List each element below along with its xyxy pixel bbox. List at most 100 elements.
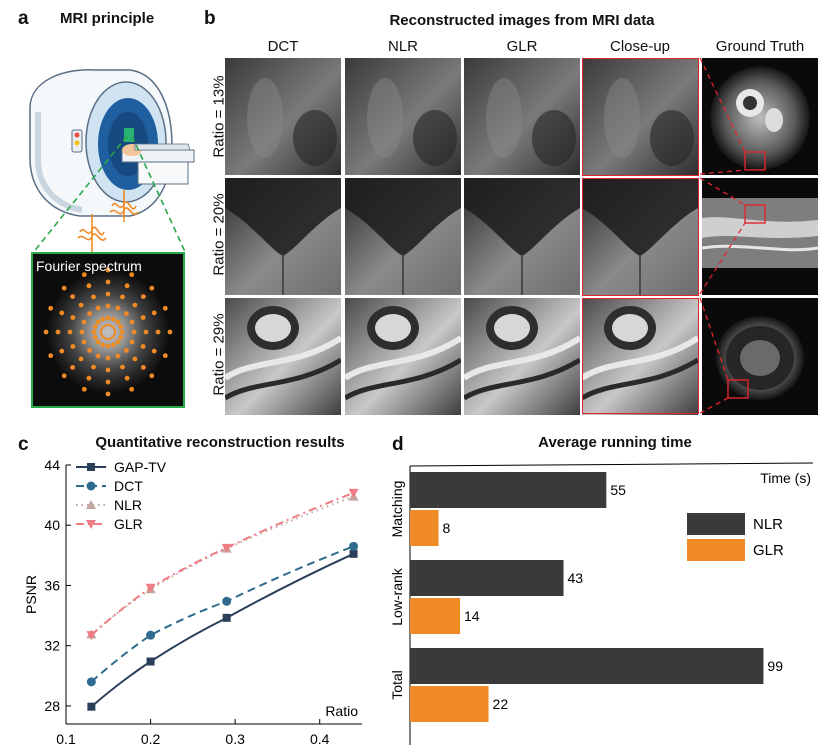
spectrum-sample-dot bbox=[105, 267, 111, 273]
spectrum-sample-dot bbox=[67, 329, 73, 335]
c-x-tick-label: 0.4 bbox=[310, 731, 330, 747]
closeup-frame-row1 bbox=[582, 58, 699, 176]
c-legend-marker-glr bbox=[86, 520, 96, 529]
running-time-bar-chart: Time (s)558Matching4314Low-rank9922Total… bbox=[389, 462, 814, 745]
c-legend-label-dct: DCT bbox=[114, 478, 143, 494]
mri-tile-r3-c2 bbox=[345, 298, 461, 415]
spectrum-sample-dot bbox=[95, 319, 101, 325]
spectrum-sample-dot bbox=[119, 329, 125, 335]
c-point-gap-tv bbox=[87, 702, 96, 711]
mri-tile-r1-c3 bbox=[464, 58, 580, 175]
mri-tile-r3-c1 bbox=[225, 298, 341, 415]
spectrum-sample-dot bbox=[162, 305, 168, 311]
c-point-glr bbox=[145, 583, 156, 593]
spectrum-sample-dot bbox=[87, 348, 92, 353]
spectrum-sample-dot bbox=[120, 364, 125, 370]
spectrum-sample-dot bbox=[115, 339, 121, 345]
spectrum-sample-dot bbox=[95, 339, 101, 345]
spectrum-sample-dot bbox=[70, 365, 75, 370]
spectrum-sample-dot bbox=[129, 319, 135, 325]
mri-tile-r1-c5 bbox=[702, 58, 818, 175]
spectrum-sample-dot bbox=[124, 375, 130, 381]
spectrum-sample-dot bbox=[86, 375, 92, 381]
mri-tile-r1-c2 bbox=[345, 58, 461, 175]
c-y-tick-label: 44 bbox=[44, 457, 60, 473]
panel-b-title: Reconstructed images from MRI data bbox=[389, 12, 655, 29]
d-legend-swatch-glr bbox=[687, 539, 745, 561]
spectrum-sample-dot bbox=[131, 329, 137, 335]
spectrum-sample-dot bbox=[92, 324, 98, 329]
panel-a-title: MRI principle bbox=[60, 10, 155, 27]
d-bar-value-glr: 8 bbox=[443, 520, 451, 536]
d-legend-label-nlr: NLR bbox=[753, 516, 783, 533]
spectrum-sample-dot bbox=[149, 285, 155, 291]
d-category-label: Matching bbox=[389, 481, 405, 538]
d-bar-nlr-matching bbox=[410, 472, 607, 508]
c-point-glr bbox=[86, 631, 97, 641]
spectrum-sample-dot bbox=[61, 285, 67, 291]
spectrum-sample-dot bbox=[140, 344, 146, 349]
spectrum-sample-dot bbox=[115, 305, 121, 311]
spectrum-sample-dot bbox=[120, 294, 125, 300]
mri-tile-r1-c4 bbox=[582, 58, 698, 175]
spectrum-sample-dot bbox=[105, 355, 111, 361]
d-category-label: Low-rank bbox=[389, 567, 405, 626]
spectrum-sample-dot bbox=[95, 353, 101, 359]
spectrum-sample-dot bbox=[92, 335, 98, 340]
mri-tile-r2-c3 bbox=[464, 178, 580, 295]
c-legend-label-gap-tv: GAP-TV bbox=[114, 459, 167, 475]
c-legend-label-nlr: NLR bbox=[114, 497, 142, 513]
c-y-tick-label: 36 bbox=[44, 577, 60, 593]
c-series-line-gap-tv bbox=[90, 552, 354, 708]
spectrum-sample-dot bbox=[48, 305, 54, 311]
fourier-spectrum-label: Fourier spectrum bbox=[36, 258, 142, 274]
spectrum-sample-dot bbox=[105, 291, 111, 297]
spectrum-sample-dot bbox=[81, 319, 87, 325]
projection-line-left bbox=[31, 135, 128, 255]
d-bar-value-nlr: 55 bbox=[610, 482, 626, 498]
spectrum-sample-dot bbox=[86, 283, 92, 289]
spectrum-sample-dot bbox=[140, 315, 146, 320]
mri-tile-r2-c5 bbox=[702, 178, 818, 295]
fourier-spectrum-panel: Fourier spectrum bbox=[31, 252, 185, 408]
spectrum-sample-dot bbox=[115, 319, 121, 325]
spectrum-sample-dot bbox=[43, 329, 49, 335]
spectrum-sample-dot bbox=[155, 329, 161, 335]
spectrum-sample-dot bbox=[118, 335, 124, 340]
spectrum-sample-dot bbox=[124, 283, 130, 289]
mri-tile-r2-c2 bbox=[345, 178, 461, 295]
closeup-connector-lines bbox=[699, 57, 766, 414]
spectrum-sample-dot bbox=[124, 311, 129, 316]
spectrum-sample-dot bbox=[78, 356, 84, 362]
d-bar-nlr-total bbox=[410, 648, 764, 684]
spectrum-sample-dot bbox=[118, 324, 124, 329]
spectrum-sample-dot bbox=[70, 294, 75, 299]
spectrum-sample-dot bbox=[105, 391, 111, 397]
spectrum-sample-dot bbox=[151, 310, 157, 316]
c-legend-marker-nlr bbox=[86, 500, 96, 509]
c-legend-marker-dct bbox=[86, 481, 96, 491]
mri-tile-r3-c3 bbox=[464, 298, 580, 415]
spectrum-sample-dot bbox=[132, 302, 138, 308]
projection-line-right bbox=[131, 135, 187, 255]
spectrum-sample-dot bbox=[81, 386, 87, 392]
spectrum-sample-dot bbox=[105, 303, 111, 309]
c-point-dct bbox=[222, 596, 232, 606]
spectrum-sample-dot bbox=[59, 310, 65, 316]
spectrum-sample-dot bbox=[111, 316, 116, 322]
panel-c-letter: c bbox=[18, 434, 29, 455]
panel-a-letter: a bbox=[18, 8, 29, 29]
d-category-label: Total bbox=[389, 670, 405, 700]
spectrum-sample-dot bbox=[141, 365, 146, 370]
panel-d-letter: d bbox=[392, 434, 404, 455]
mri-tile-r3-c5 bbox=[702, 298, 818, 415]
spectrum-sample-dot bbox=[143, 329, 149, 335]
spectrum-sample-dot bbox=[48, 353, 54, 359]
spectrum-sample-dot bbox=[115, 353, 121, 359]
spectrum-sample-dot bbox=[81, 339, 87, 345]
d-legend-swatch-nlr bbox=[687, 513, 745, 535]
spectrum-sample-dot bbox=[100, 316, 105, 322]
fourier-spectrum-image bbox=[33, 254, 183, 406]
d-bar-value-nlr: 43 bbox=[568, 570, 584, 586]
c-x-tick-label: 0.1 bbox=[56, 731, 76, 747]
